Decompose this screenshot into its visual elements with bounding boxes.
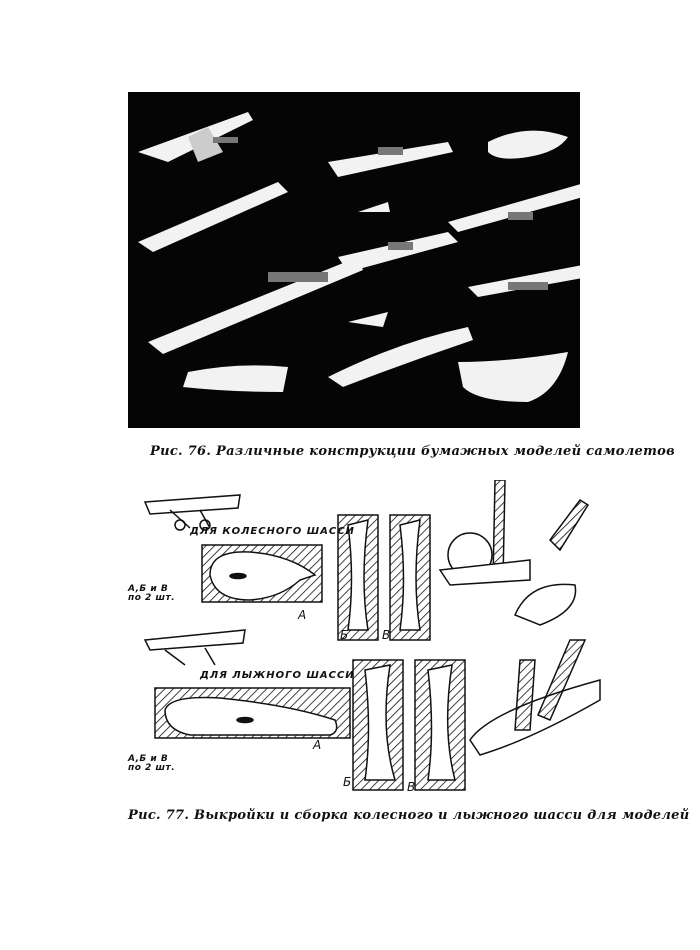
ski-part-b-label: Б [343, 775, 352, 789]
ski-qty-line-1: А,Б и В [128, 754, 169, 764]
wheel-part-v-label: В [382, 628, 391, 642]
chassis-patterns-drawing [143, 479, 601, 791]
wheel-qty-line-2: по 2 шт. [128, 593, 176, 603]
wheel-part-b-label: Б [340, 628, 349, 642]
figure-77-caption: Рис. 77. Выкройки и сборка колесного и л… [128, 808, 690, 823]
figure-76-caption: Рис. 76. Различные конструкции бумажных … [150, 444, 675, 459]
ski-qty-line-2: по 2 шт. [128, 763, 176, 773]
wheel-qty-line-1: А,Б и В [128, 584, 169, 594]
figure-77-diagram: ДЛЯ КОЛЕСНОГО ШАССИ А,Б и В по 2 шт. А Б… [110, 479, 610, 800]
ski-chassis-title: ДЛЯ ЛЫЖНОГО ШАССИ [200, 670, 355, 681]
ski-part-v-label: В [407, 780, 416, 794]
paper-airplane-models-photo [128, 92, 598, 428]
ski-part-a-label: А [313, 738, 322, 752]
wheel-quantity-note: А,Б и В по 2 шт. [128, 585, 175, 603]
airplane-models-illustration [138, 112, 598, 402]
wheel-chassis-title: ДЛЯ КОЛЕСНОГО ШАССИ [190, 526, 355, 537]
wheel-part-a-label: А [298, 608, 307, 622]
ski-quantity-note: А,Б и В по 2 шт. [128, 755, 175, 773]
